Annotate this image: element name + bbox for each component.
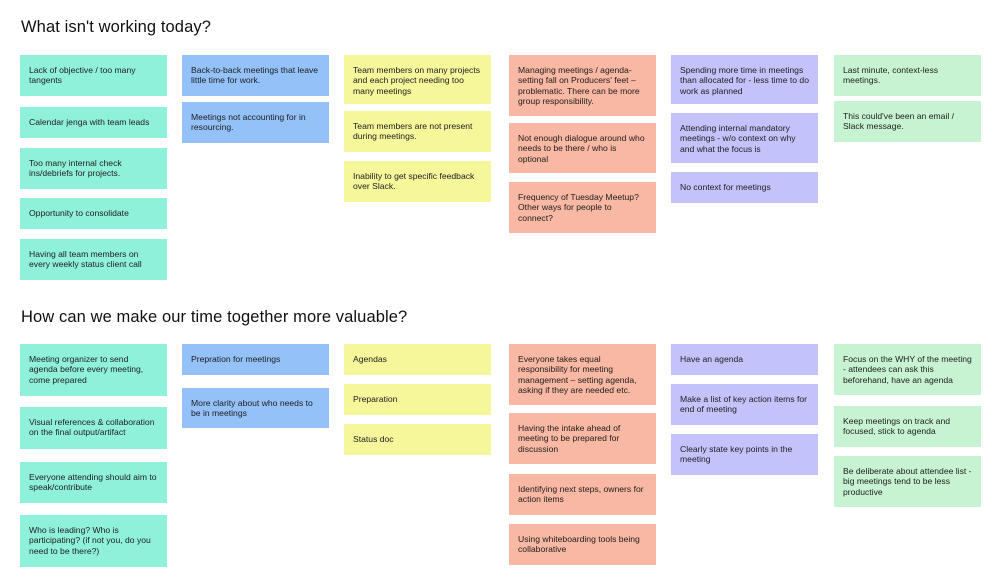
sticky-note[interactable]: This could've been an email / Slack mess… [834, 101, 981, 142]
sticky-note[interactable]: More clarity about who needs to be in me… [182, 388, 329, 428]
sticky-note[interactable]: Having all team members on every weekly … [20, 239, 167, 280]
sticky-note[interactable]: Agendas [344, 344, 491, 375]
sticky-note[interactable]: Calendar jenga with team leads [20, 107, 167, 138]
sticky-note[interactable]: Not enough dialogue around who needs to … [509, 123, 656, 173]
sticky-note[interactable]: Managing meetings / agenda-setting fall … [509, 55, 656, 116]
sticky-note[interactable]: Back-to-back meetings that leave little … [182, 55, 329, 96]
sticky-note[interactable]: Keep meetings on track and focused, stic… [834, 406, 981, 447]
sticky-note[interactable]: Everyone takes equal responsibility for … [509, 344, 656, 405]
sticky-note[interactable]: Make a list of key action items for end … [671, 384, 818, 425]
sticky-note[interactable]: Frequency of Tuesday Meetup? Other ways … [509, 182, 656, 233]
sticky-note[interactable]: Clearly state key points in the meeting [671, 434, 818, 475]
sticky-note[interactable]: Using whiteboarding tools being collabor… [509, 524, 656, 565]
sticky-note[interactable]: Identifying next steps, owners for actio… [509, 474, 656, 515]
sticky-note[interactable]: Team members are not present during meet… [344, 111, 491, 152]
sticky-note[interactable]: Visual references & collaboration on the… [20, 407, 167, 449]
sticky-note[interactable]: Having the intake ahead of meeting to be… [509, 413, 656, 464]
sticky-note[interactable]: Inability to get specific feedback over … [344, 161, 491, 202]
sticky-note[interactable]: Team members on many projects and each p… [344, 55, 491, 104]
sticky-note[interactable]: Prepration for meetings [182, 344, 329, 375]
sticky-note[interactable]: No context for meetings [671, 172, 818, 203]
sticky-note[interactable]: Spending more time in meetings than allo… [671, 55, 818, 104]
sticky-note[interactable]: Lack of objective / too many tangents [20, 55, 167, 96]
sticky-note[interactable]: Too many internal check ins/debriefs for… [20, 148, 167, 189]
sticky-note[interactable]: Preparation [344, 384, 491, 415]
sticky-note[interactable]: Opportunity to consolidate [20, 198, 167, 229]
sticky-note[interactable]: Status doc [344, 424, 491, 455]
section-heading-problems: What isn't working today? [21, 18, 211, 36]
sticky-note[interactable]: Meeting organizer to send agenda before … [20, 344, 167, 396]
sticky-note[interactable]: Attending internal mandatory meetings - … [671, 113, 818, 163]
sticky-note[interactable]: Last minute, context-less meetings. [834, 55, 981, 96]
sticky-note[interactable]: Everyone attending should aim to speak/c… [20, 462, 167, 503]
sticky-note[interactable]: Have an agenda [671, 344, 818, 375]
section-heading-improvements: How can we make our time together more v… [21, 308, 408, 326]
sticky-note[interactable]: Focus on the WHY of the meeting - attend… [834, 344, 981, 395]
sticky-note[interactable]: Be deliberate about attendee list - big … [834, 456, 981, 507]
sticky-note[interactable]: Who is leading? Who is participating? (i… [20, 515, 167, 567]
sticky-note[interactable]: Meetings not accounting for in resourcin… [182, 102, 329, 143]
